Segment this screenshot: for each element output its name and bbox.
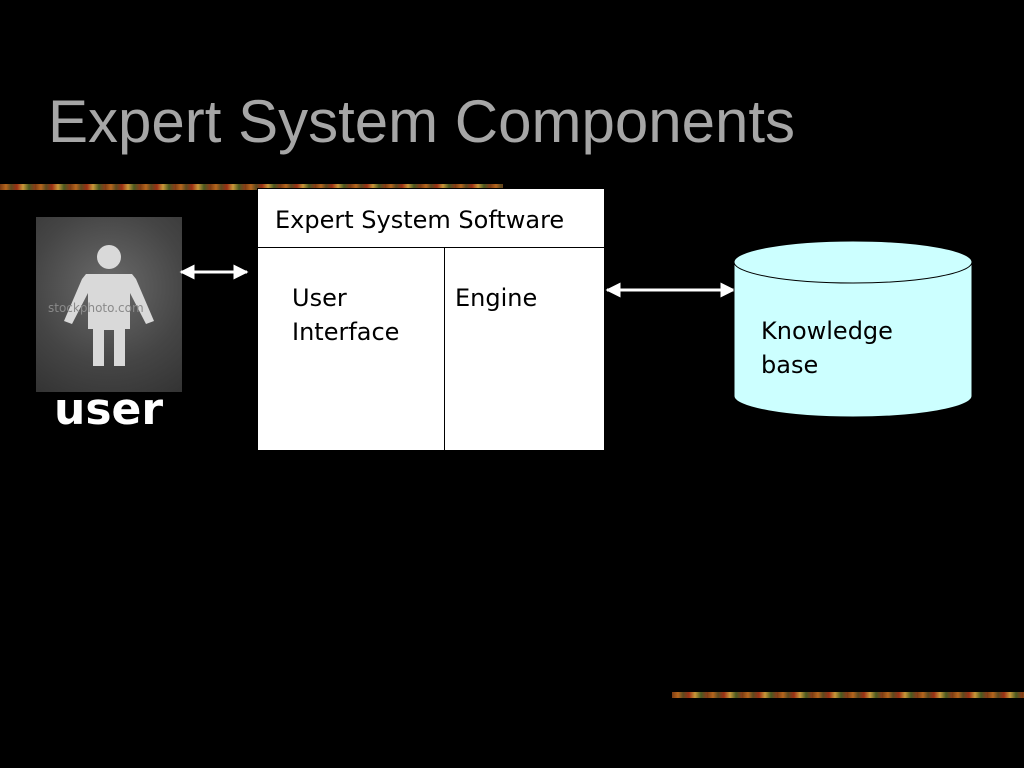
decorative-stripe-bottom (672, 692, 1024, 698)
user-interface-component: User Interface (292, 281, 399, 349)
engine-label: Engine (455, 284, 538, 312)
slide-title: Expert System Components (48, 88, 795, 155)
knowledge-base-label: Knowledge base (761, 314, 893, 382)
knowledge-base-label-line1: Knowledge (761, 317, 893, 345)
knowledge-base-label-line2: base (761, 351, 819, 379)
software-header: Expert System Software (258, 189, 604, 248)
expert-system-software-box: Expert System Software User Interface En… (257, 188, 605, 451)
user-photo: stockphoto.com (36, 217, 182, 392)
photo-watermark: stockphoto.com (48, 301, 144, 315)
knowledge-base-cylinder (733, 240, 973, 418)
person-pictogram-icon (64, 245, 154, 366)
software-title: Expert System Software (275, 206, 565, 234)
decorative-stripe-top (0, 184, 503, 190)
user-interface-label-line1: User (292, 284, 347, 312)
user-interface-label-line2: Interface (292, 318, 400, 346)
user-label: user (54, 384, 164, 435)
component-divider (444, 248, 445, 451)
engine-component: Engine (455, 281, 537, 315)
